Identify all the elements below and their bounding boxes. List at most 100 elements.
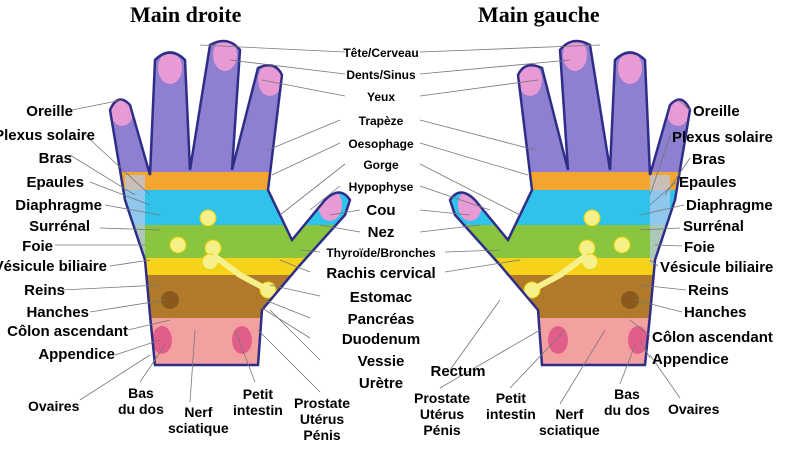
label-throat: Gorge — [363, 158, 399, 172]
leader-line — [419, 59, 571, 75]
label-bladder: Vessie — [357, 353, 405, 370]
ovary-zone — [232, 326, 252, 354]
intestine-line — [530, 252, 589, 293]
label-arm-right: Bras — [692, 151, 726, 168]
label-shoulders-right: Epaules — [679, 174, 737, 191]
label-sciatic-nerve-right: Nerf sciatique — [539, 406, 600, 439]
leader-line — [271, 142, 341, 176]
label-adrenal-left: Surrénal — [29, 218, 90, 235]
fingertip-zone — [158, 52, 182, 84]
leader-line — [419, 119, 536, 151]
leader-line — [189, 329, 196, 403]
leader-line — [677, 99, 691, 111]
label-eyes: Yeux — [366, 90, 396, 104]
leader-line — [649, 259, 659, 267]
label-reproductive-right: Prostate Utérus Pénis — [414, 390, 471, 439]
reflex-point — [169, 236, 187, 254]
leader-line — [69, 154, 136, 196]
label-pituitary: Hypophyse — [348, 180, 414, 194]
leader-line — [264, 299, 311, 319]
leader-line — [257, 329, 321, 393]
leader-line — [234, 329, 256, 383]
leader-line — [267, 119, 341, 151]
edge-strip — [650, 175, 670, 265]
label-rectum: Rectum — [430, 363, 486, 380]
label-ear-right: Oreille — [693, 103, 740, 120]
label-small-intestine-left: Petit intestin — [233, 386, 283, 419]
leader-line — [444, 249, 501, 253]
label-cervical-spine: Rachis cervical — [326, 265, 436, 282]
leader-line — [649, 354, 681, 399]
leader-line — [127, 319, 171, 331]
leader-line — [639, 204, 685, 216]
ovary-zone — [548, 326, 568, 354]
leader-line — [279, 163, 346, 216]
leader-line — [139, 344, 166, 383]
fingertip-zone — [258, 64, 282, 96]
leader-line — [79, 354, 151, 401]
label-lower-back-right: Bas du dos — [604, 386, 650, 419]
reflex-point — [199, 209, 217, 227]
leader-line — [329, 209, 361, 216]
leader-line — [649, 135, 671, 196]
leader-line — [229, 59, 346, 75]
label-oesophagus: Oesophage — [348, 137, 414, 151]
hand-outline — [448, 39, 692, 367]
label-gallbladder-right: Vésicule biliaire — [660, 259, 774, 276]
leader-line — [109, 259, 151, 267]
label-ascending-colon-right: Côlon ascendant — [652, 329, 773, 346]
leader-line — [261, 307, 311, 339]
leader-line — [114, 339, 161, 356]
leader-line — [81, 131, 151, 196]
leader-line — [89, 299, 166, 313]
label-shoulders-left: Epaules — [26, 174, 84, 191]
label-reproductive-left: Prostate Utérus Pénis — [294, 395, 351, 444]
leader-line — [269, 284, 321, 297]
leader-line — [89, 181, 151, 206]
label-urethra: Urètre — [358, 375, 404, 392]
leader-line — [279, 259, 311, 273]
intestine-line — [211, 252, 270, 293]
leader-lines — [55, 44, 691, 405]
leader-line — [319, 224, 361, 233]
leader-line — [449, 299, 501, 371]
leader-line — [309, 185, 341, 211]
colon-zone — [161, 291, 179, 309]
leader-line — [439, 329, 541, 389]
label-arm-left: Bras — [38, 150, 72, 167]
leader-line — [99, 227, 161, 231]
label-neck: Cou — [366, 202, 396, 219]
leader-line — [639, 227, 681, 231]
label-head-brain: Tête/Cerveau — [343, 46, 419, 60]
label-solar-plexus-right: Plexus solaire — [672, 129, 773, 146]
ovary-zone — [152, 326, 172, 354]
leader-line — [199, 44, 346, 53]
leader-line — [509, 329, 566, 389]
leader-line — [619, 344, 636, 385]
label-teeth-sinus: Dents/Sinus — [346, 68, 416, 82]
fingertip-zone — [563, 41, 587, 71]
leader-line — [559, 329, 606, 405]
label-thyroid-bronchi: Thyroïde/Bronches — [326, 246, 436, 260]
leader-line — [419, 142, 529, 176]
ovary-zone — [628, 326, 648, 354]
label-liver-right: Foie — [684, 239, 715, 256]
label-diaphragm-left: Diaphragme — [15, 197, 102, 214]
label-kidneys-right: Reins — [688, 282, 729, 299]
leader-line — [419, 209, 471, 216]
leader-line — [419, 185, 491, 211]
label-gallbladder-left: Vésicule biliaire — [0, 258, 107, 275]
label-nose: Nez — [367, 224, 395, 241]
leader-line — [649, 181, 677, 206]
leader-line — [104, 204, 161, 216]
label-lower-back-left: Bas du dos — [118, 385, 164, 418]
leader-line — [639, 339, 651, 359]
leader-line — [639, 284, 687, 291]
fingertip-zone — [618, 52, 642, 84]
leader-line — [71, 99, 123, 111]
label-adrenal-right: Surrénal — [683, 218, 744, 235]
leader-line — [261, 79, 346, 97]
label-hips-left: Hanches — [26, 304, 89, 321]
reflex-point — [583, 209, 601, 227]
